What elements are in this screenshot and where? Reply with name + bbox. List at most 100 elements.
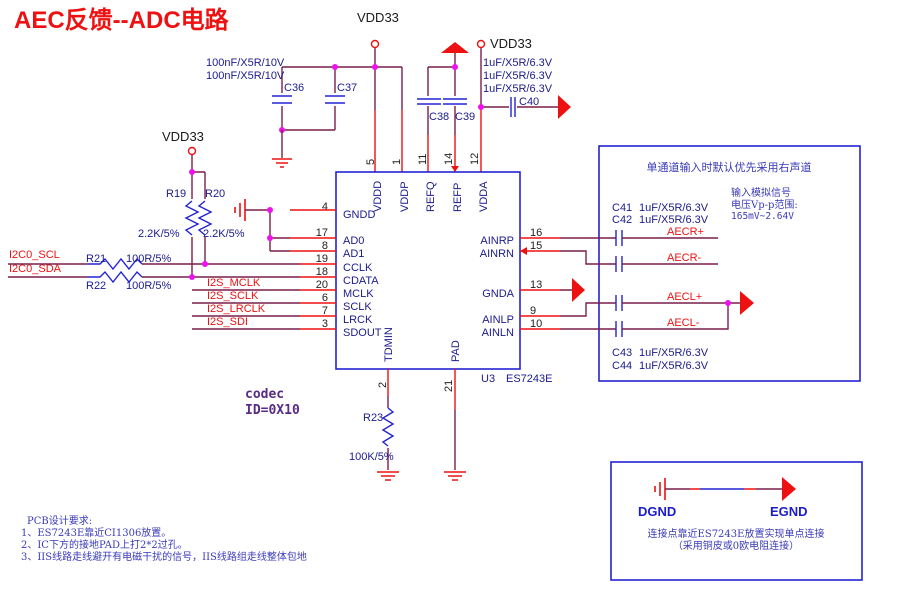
c36-value: 100nF/X5R/10V [206, 57, 285, 69]
r23-ref: R23 [363, 412, 383, 424]
c42-ref: C42 [612, 214, 632, 226]
pin-number: 6 [322, 292, 328, 304]
junction [189, 169, 195, 175]
r22-value: 100R/5% [126, 280, 171, 292]
pin-name-refp: REFP [452, 183, 464, 212]
pin-name-cdata: CDATA [343, 275, 379, 287]
c40-ref: C40 [519, 96, 539, 108]
input-signal-line2: 电压Vp-p范围: [731, 198, 798, 211]
pcb-notes: PCB设计要求: 1、ES7243E靠近CI1306放置。 2、IC下方的接地P… [21, 514, 307, 563]
ground-icon [377, 471, 399, 481]
input-signal-range: 165mV~2.64V [731, 211, 794, 222]
c41-value: 1uF/X5R/6.3V [639, 202, 709, 214]
egnd-triangle-icon [782, 477, 796, 501]
vdd33-left-port-icon [187, 146, 197, 156]
pin-name-gnda: GNDA [482, 288, 514, 300]
r20-value: 2.2K/5% [203, 228, 245, 240]
i2c-input-wire [8, 263, 88, 278]
pcb-note-item: 1、ES7243E靠近CI1306放置。 [21, 526, 171, 539]
digital-ground-icon [654, 478, 666, 500]
c40-symbol [510, 97, 516, 117]
r22-ref: R22 [86, 280, 106, 292]
pin-number: 8 [322, 240, 328, 252]
left-interface-section: VDD33 R19 R20 2.2K/5% 2.2K/5% I2C0_SCL I… [8, 129, 336, 330]
pullup-rail-wire [191, 155, 206, 199]
pin-number: 19 [316, 253, 328, 265]
dgnd-label: DGND [638, 504, 676, 519]
bottom-pin-wire [387, 369, 456, 410]
pin-number: 21 [443, 380, 455, 392]
pin-15-arrow-icon [520, 247, 527, 255]
pin-name-lrck: LRCK [343, 314, 373, 326]
analog-ground-triangle-icon [558, 95, 571, 119]
junction [202, 261, 208, 267]
r21-value: 100R/5% [126, 253, 171, 265]
pin-name-tdmin: TDMIN [383, 327, 395, 362]
i2s-wire [192, 289, 300, 330]
digital-ground-icon [234, 199, 246, 221]
top-pin-numbers: 5 1 11 14 12 [365, 153, 481, 165]
pin-20-6-7-3-wire [300, 289, 336, 330]
codec-id: ID=0X10 [245, 403, 300, 418]
bottom-wire [387, 396, 456, 470]
ground-note-line2: （采用铜皮或0欧电阻连接） [673, 539, 799, 552]
pin-name-ad1: AD1 [343, 248, 364, 260]
c37-ref: C37 [337, 82, 357, 94]
ground-icon [444, 471, 466, 481]
r23-value: 100K/5% [349, 451, 394, 463]
c38-value: 1uF/X5R/6.3V [483, 57, 553, 69]
pin-name-vdda: VDDA [478, 181, 490, 212]
net-i2s-mclk: I2S_MCLK [207, 277, 261, 289]
chip-part-number: ES7243E [506, 373, 552, 385]
pin-name-vddd: VDDD [372, 181, 384, 212]
vdd33-top-port-icon [370, 39, 380, 49]
pcb-note-item: 3、IIS线路走线避开有电磁干扰的信号，IIS线路组走线整体包地 [21, 550, 307, 563]
net-aecl-minus: AECL- [667, 317, 700, 329]
junction [267, 207, 273, 213]
pin-name-mclk: MCLK [343, 288, 374, 300]
r23-symbol [381, 407, 395, 447]
ground-icon [272, 158, 292, 168]
pin-number: 1 [391, 159, 403, 165]
r19-symbol [184, 200, 200, 236]
pin-number: 12 [469, 153, 481, 165]
pin-name-sclk: SCLK [343, 301, 372, 313]
right-pin-numbers: 16 15 13 9 10 [530, 227, 542, 330]
pin-name-refq: REFQ [425, 181, 437, 212]
analog-ground-triangle-icon [572, 278, 585, 302]
r19-ref: R19 [166, 188, 186, 200]
net-i2c0-sda: I2C0_SDA [9, 263, 62, 275]
pin-name-pad: PAD [450, 340, 462, 362]
c37-symbol [325, 95, 345, 104]
net-i2c0-scl: I2C0_SCL [9, 249, 60, 261]
c38-ref: C38 [429, 111, 449, 123]
junction [452, 64, 458, 70]
pin-name-ainlp: AINLP [482, 314, 514, 326]
egnd-label: EGND [770, 504, 808, 519]
c43-ref: C43 [612, 347, 632, 359]
left-pin-names: GNDD AD0 AD1 CCLK CDATA MCLK SCLK LRCK S… [343, 209, 382, 339]
pin-name-cclk: CCLK [343, 262, 373, 274]
junction [189, 274, 195, 280]
vdd33-right-port-icon [476, 39, 486, 49]
r20-ref: R20 [205, 188, 225, 200]
junction [372, 64, 378, 70]
pin-number: 9 [530, 305, 536, 317]
i2c-output-wire [142, 263, 300, 278]
coupling-cap-symbol [615, 230, 623, 337]
pin-4-17-8-wire [290, 209, 336, 252]
pin-number: 14 [443, 153, 455, 165]
junction [267, 235, 273, 241]
r19-value: 2.2K/5% [138, 228, 180, 240]
net-aecl-plus: AECL+ [667, 291, 702, 303]
vdd33-right-label: VDD33 [490, 36, 532, 51]
vdd33-left-label: VDD33 [162, 129, 204, 144]
left-pin-numbers: 4 17 8 19 18 20 6 7 3 [316, 201, 328, 330]
r21-r22-symbol [88, 257, 143, 284]
analog-ground-triangle-icon [441, 42, 469, 53]
net-i2s-lrclk: I2S_LRCLK [207, 303, 266, 315]
vdd-rail-wire [282, 48, 403, 110]
chip-u3: 5 1 11 14 12 VDDD VDDP REFQ REFP VDDA GN… [316, 153, 553, 392]
r21-ref: R21 [86, 253, 106, 265]
c39-ref: C39 [455, 111, 475, 123]
